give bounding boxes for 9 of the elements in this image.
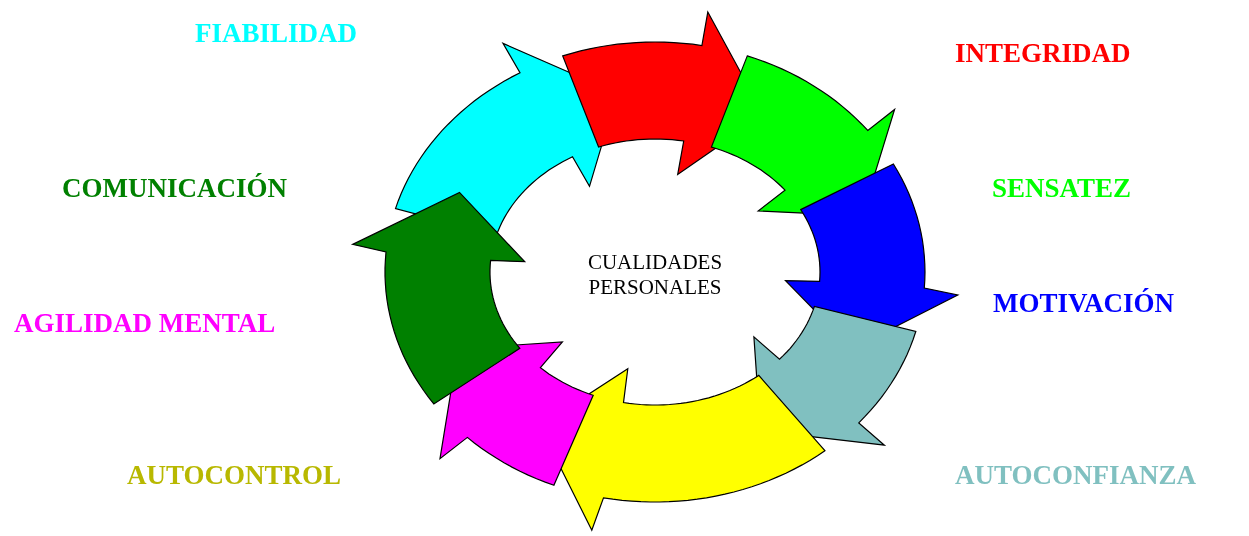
legend-label: INTEGRIDAD bbox=[955, 38, 1131, 69]
legend-label: SENSATEZ bbox=[992, 173, 1132, 204]
legend-label: MOTIVACIÓN bbox=[993, 288, 1175, 319]
legend-label: COMUNICACIÓN bbox=[62, 173, 287, 204]
legend-label: AUTOCONTROL bbox=[127, 460, 342, 491]
center-label: CUALIDADES PERSONALES bbox=[560, 250, 750, 301]
legend-label: AUTOCONFIANZA bbox=[955, 460, 1197, 491]
legend-label: AGILIDAD MENTAL bbox=[14, 308, 276, 339]
legend-label: FIABILIDAD bbox=[195, 18, 358, 49]
